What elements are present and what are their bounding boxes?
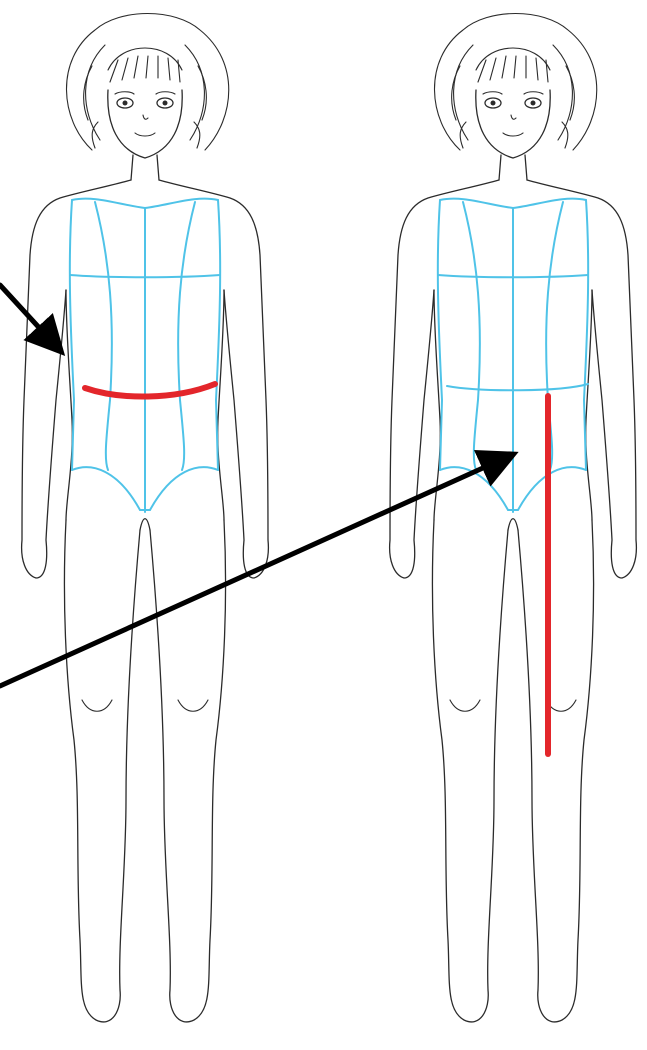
waist-measurement-line <box>85 384 215 397</box>
figure-inseam <box>390 14 637 1022</box>
hip-guide-line <box>447 384 588 390</box>
arrow-pointer-icon-2 <box>0 458 505 686</box>
figure-waist <box>22 14 269 1022</box>
arrow-pointer-icon <box>0 285 55 345</box>
